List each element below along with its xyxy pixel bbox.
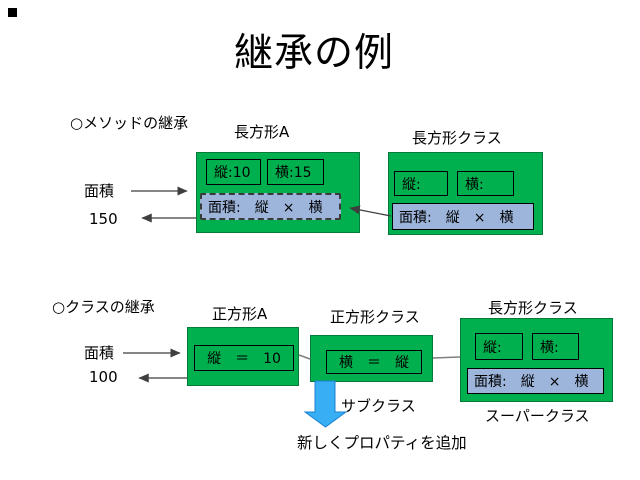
square-class-box: 横 ＝ 縦 xyxy=(310,335,433,382)
subclass-to-superclass-connector xyxy=(432,356,461,359)
rectangle-class-method: 面積: 縦 × 横 xyxy=(392,203,534,230)
rectangle-a-title: 長方形A xyxy=(234,123,290,141)
square-class-title: 正方形クラス xyxy=(330,308,420,326)
annotation-text: 新しくプロパティを追加 xyxy=(297,434,467,452)
slide-corner-marker xyxy=(8,8,17,17)
rectangle-a-width-field: 横:15 xyxy=(267,159,324,185)
rectangle-class-box: 縦: 横: 面積: 縦 × 横 xyxy=(388,152,543,235)
area-input-label: 面積 xyxy=(84,182,115,200)
instance-to-subclass-connector xyxy=(298,354,311,360)
rectangle-class-height-field: 縦: xyxy=(394,171,448,196)
superclass-width-field: 横: xyxy=(532,333,579,360)
rectangle-a-inherited-method: 面積: 縦 × 横 xyxy=(200,193,341,220)
class-section-heading: ○クラスの継承 xyxy=(52,298,155,316)
area-input-label-2: 面積 xyxy=(84,344,115,362)
superclass-method: 面積: 縦 × 横 xyxy=(467,368,604,394)
subclass-label: サブクラス xyxy=(341,397,416,415)
rectangle-class-title: 長方形クラス xyxy=(412,129,502,147)
square-class-field: 横 ＝ 縦 xyxy=(326,350,422,374)
area-output-value-2: 100 xyxy=(89,368,118,386)
superclass-box: 縦: 横: 面積: 縦 × 横 xyxy=(460,318,613,402)
square-a-title: 正方形A xyxy=(212,305,268,323)
method-section-heading: ○メソッドの継承 xyxy=(70,114,189,132)
square-a-box: 縦 ＝ 10 xyxy=(187,327,299,386)
rectangle-a-box: 縦:10 横:15 面積: 縦 × 横 xyxy=(196,152,360,233)
rectangle-a-height-field: 縦:10 xyxy=(206,159,261,185)
subclass-down-arrow-icon xyxy=(303,380,348,428)
slide-title: 継承の例 xyxy=(233,31,395,76)
superclass-label: スーパークラス xyxy=(485,407,590,425)
rectangle-class-width-field: 横: xyxy=(457,171,514,196)
superclass-box-title: 長方形クラス xyxy=(488,299,578,317)
superclass-height-field: 縦: xyxy=(475,333,523,360)
area-output-value: 150 xyxy=(89,210,118,228)
square-a-field: 縦 ＝ 10 xyxy=(194,345,294,371)
